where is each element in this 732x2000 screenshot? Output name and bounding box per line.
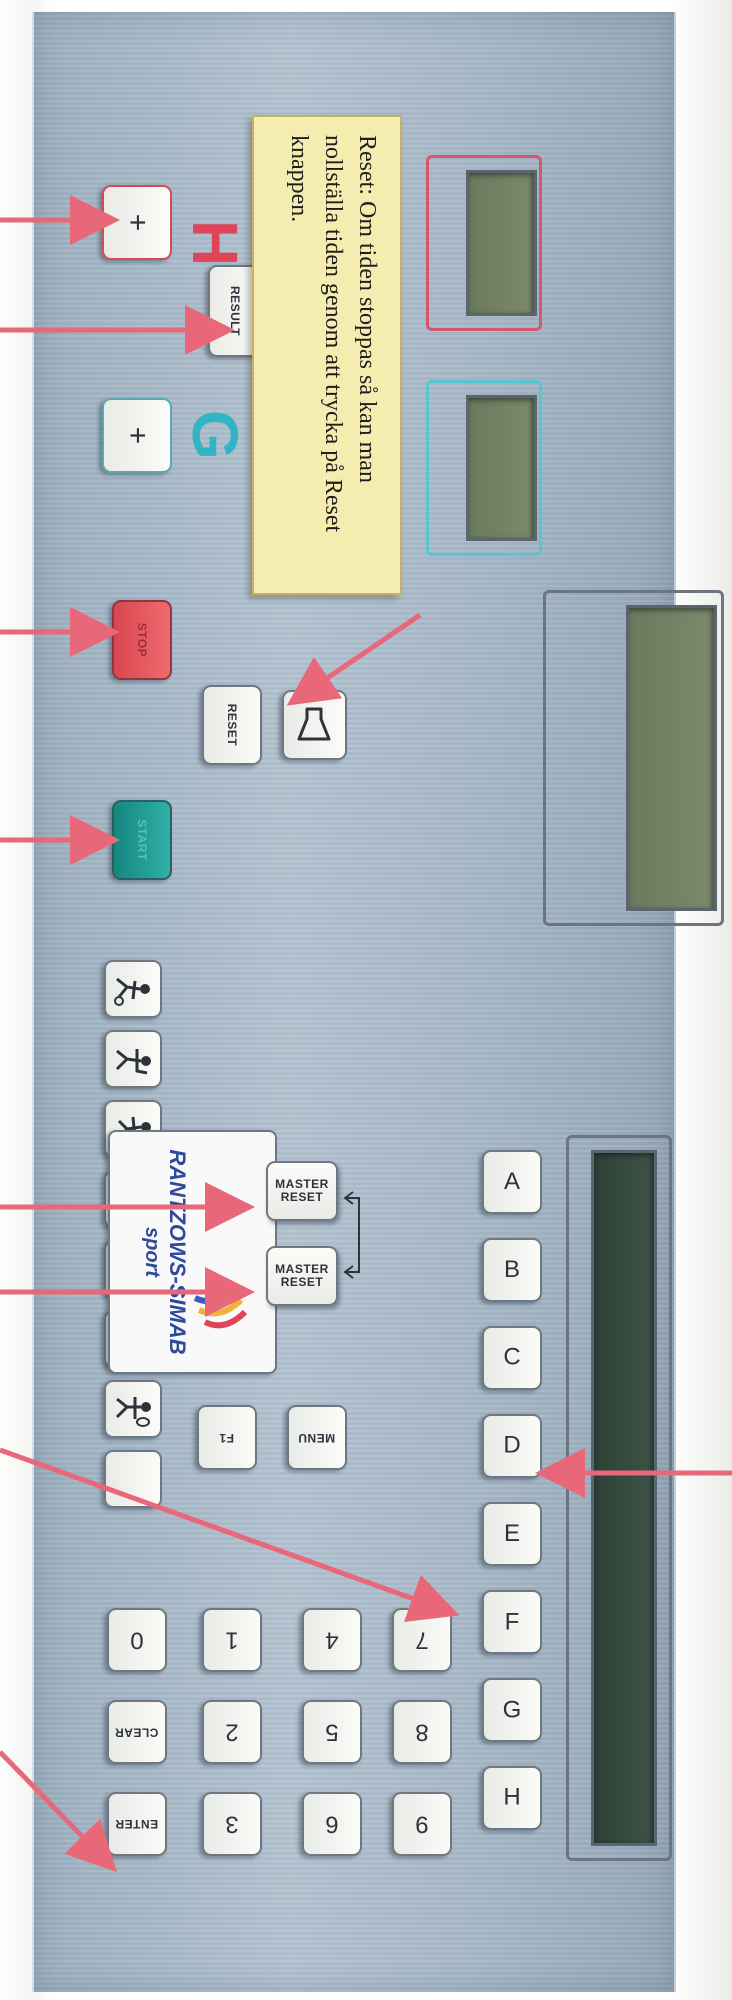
master-reset-link-icon xyxy=(343,1191,360,1279)
soccer-player-icon xyxy=(114,977,150,1006)
arrow-letter-f xyxy=(0,1447,460,1622)
soccer-button[interactable] xyxy=(104,960,162,1018)
arrow-enter xyxy=(0,1750,117,1873)
handball-button[interactable] xyxy=(104,1030,162,1088)
arrow-reset-note xyxy=(286,612,422,706)
horn-button[interactable] xyxy=(282,690,347,760)
horn-icon xyxy=(298,707,331,741)
handball-player-icon xyxy=(115,1049,151,1075)
tennis-icon xyxy=(115,1397,151,1427)
tennis-button[interactable] xyxy=(104,1380,162,1438)
